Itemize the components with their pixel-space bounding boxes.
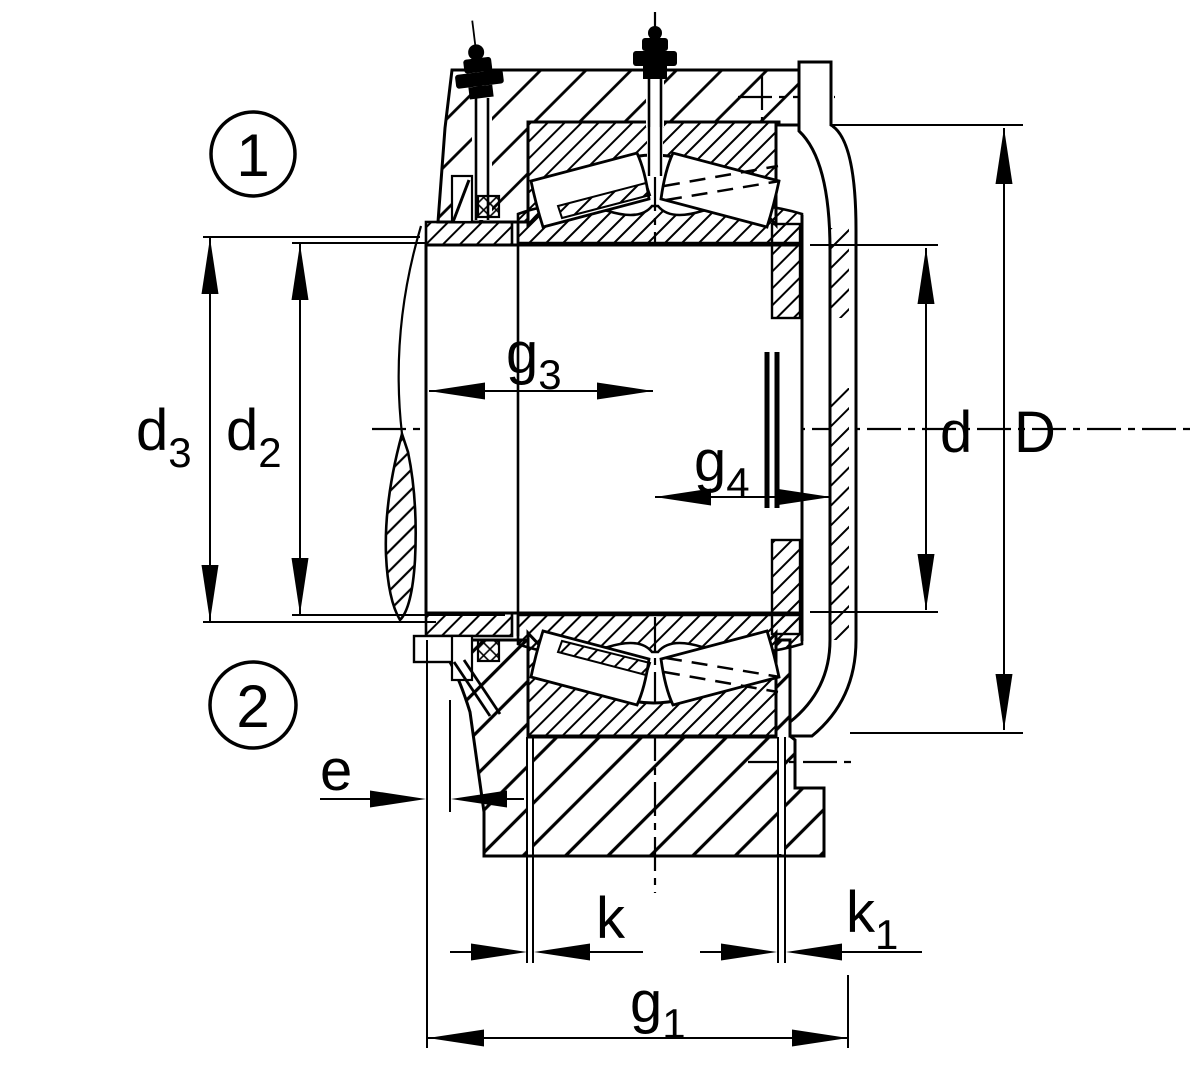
callout-1-number: 1 <box>236 122 269 189</box>
dimension-arrowheads <box>201 128 1013 1047</box>
dimension-label-g1: g1 <box>630 970 686 1047</box>
seal-section <box>384 429 417 623</box>
dimension-label-g4: g4 <box>694 429 750 506</box>
lock-tab-upper <box>451 179 471 223</box>
sleeve-nut-flange-upper <box>424 220 514 247</box>
cage-hidden-lines-lower <box>663 656 781 694</box>
locating-ring-upper <box>770 222 802 320</box>
dimension-label-k: k <box>596 886 626 951</box>
callout-1-circle <box>209 110 297 198</box>
lower-bearing <box>516 613 804 738</box>
cage-section-lower <box>556 639 652 677</box>
lock-parts-lower <box>412 634 502 717</box>
seal-lip-line <box>397 225 423 435</box>
callout-2-number: 2 <box>236 673 269 740</box>
upper-bearing <box>516 120 804 245</box>
o-ring-upper <box>476 194 501 219</box>
dimension-label-d3: d3 <box>136 398 192 476</box>
adapter-sleeve-and-shaft <box>424 215 804 641</box>
dimension-label-e: e <box>320 738 352 803</box>
lock-tab-lower2 <box>462 659 502 715</box>
grease-nipple-left <box>455 20 504 100</box>
shaft-seal-left <box>384 225 423 623</box>
cage-hidden-lines-upper <box>663 164 781 202</box>
dimension-label-k1: k1 <box>846 880 898 958</box>
sleeve-nut-flange-lower <box>424 611 514 638</box>
callout-2-circle <box>208 660 298 750</box>
lock-parts-upper <box>450 98 501 224</box>
extension-lines <box>203 124 1023 1048</box>
grease-nipple-center <box>633 26 677 127</box>
dimension-label-d: d <box>940 400 972 465</box>
dimension-lines <box>209 128 1005 1039</box>
wall-section-strip-upper <box>831 228 849 318</box>
dimension-label-D: D <box>1014 400 1056 465</box>
o-ring-lower <box>476 638 501 663</box>
callout-2: 2 <box>208 660 298 750</box>
callout-1: 1 <box>209 110 297 198</box>
dimension-label-g3: g3 <box>506 321 562 398</box>
cage-section-upper <box>556 181 652 220</box>
wall-section-strip-lower <box>831 388 849 640</box>
housing-side-wall <box>788 60 858 738</box>
lock-tab-lower <box>452 661 492 717</box>
dimension-labels: d3 d2 g3 g4 d D e k k1 g1 <box>136 321 1056 1047</box>
dimension-label-d2: d2 <box>226 398 282 476</box>
